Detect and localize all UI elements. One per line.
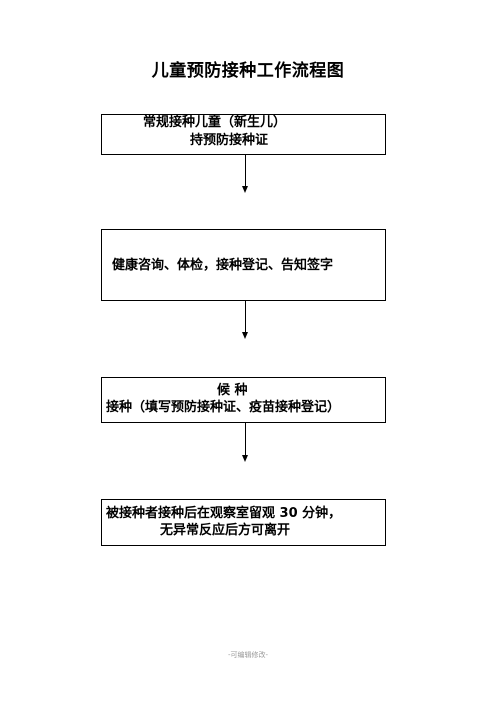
flow-step-3-box	[101, 377, 386, 423]
flow-arrow-3-head	[242, 455, 248, 462]
flow-arrow-1	[245, 155, 246, 186]
flow-step-3-line-1: 候 种	[217, 383, 248, 398]
flow-arrow-2-head	[242, 332, 248, 339]
page-title: 儿童预防接种工作流程图	[151, 61, 345, 81]
flow-step-4-box	[101, 499, 386, 546]
flow-step-2-box	[101, 229, 386, 301]
page-footer: -可编辑修改-	[227, 651, 269, 659]
flow-step-4-line-1: 被接种者接种后在观察室留观 30 分钟，	[106, 506, 342, 521]
flow-arrow-1-head	[242, 186, 248, 193]
flow-arrow-2	[245, 301, 246, 332]
flow-step-1-line-1: 常规接种儿童（新生儿）	[143, 115, 287, 130]
flow-step-2-line-1: 健康咨询、体检，接种登记、告知签字	[112, 258, 334, 273]
flow-arrow-3	[245, 423, 246, 455]
flow-step-3-line-2: 接种（填写预防接种证、疫苗接种登记）	[106, 400, 341, 415]
flow-step-1-line-2: 持预防接种证	[190, 133, 269, 148]
flow-step-1-box	[101, 114, 386, 155]
flow-step-4-line-2: 无异常反应后方可离开	[160, 523, 291, 538]
